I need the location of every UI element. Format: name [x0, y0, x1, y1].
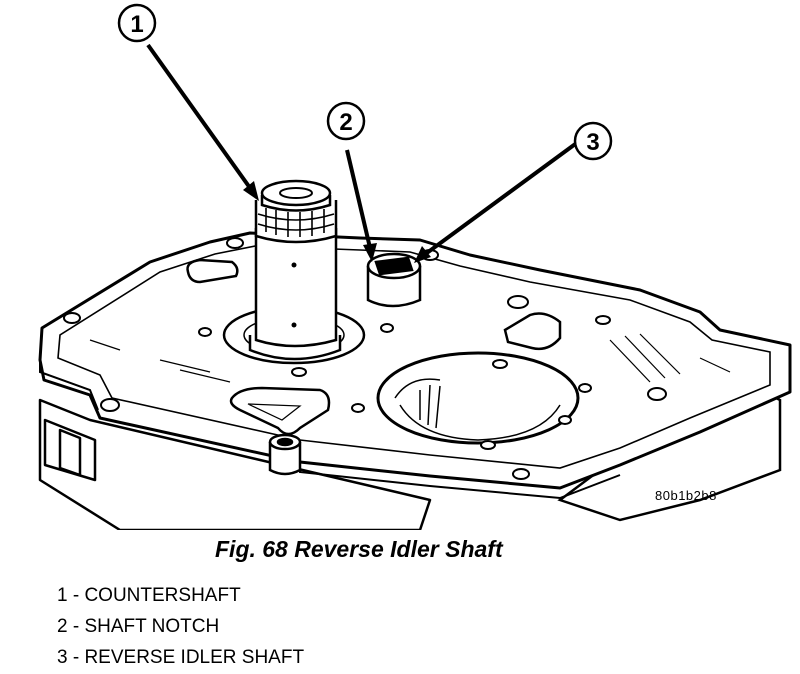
leader-line-2	[345, 149, 373, 253]
callout-number-1: 1	[130, 11, 143, 38]
legend-item-shaft-notch: 2 - SHAFT NOTCH	[57, 616, 220, 637]
callout-circle	[326, 101, 366, 141]
callout-number-2: 2	[339, 109, 352, 136]
slot	[186, 258, 239, 284]
callout-2: 2	[326, 101, 366, 141]
rect-pad	[503, 312, 562, 351]
reverse-idler-shaft	[366, 252, 422, 308]
dowel-post	[268, 433, 302, 476]
oil-pocket	[229, 386, 331, 436]
transmission-case-illustration: 1 2 3	[38, 3, 792, 530]
case-body	[38, 398, 432, 530]
callout-number-3: 3	[586, 129, 599, 156]
callout-3: 3	[573, 121, 613, 161]
arrowhead-2	[363, 243, 377, 262]
legend-item-countershaft: 1 - COUNTERSHAFT	[57, 585, 241, 606]
callout-circle	[573, 121, 613, 161]
leader-lines	[146, 43, 580, 260]
figure-caption: Fig. 68 Reverse Idler Shaft	[215, 536, 503, 562]
leader-line-3	[418, 140, 580, 260]
callout-1: 1	[117, 3, 157, 43]
arrowhead-3	[414, 246, 431, 263]
arrowheads	[243, 181, 431, 263]
countershaft	[222, 179, 366, 365]
main-bore	[376, 351, 580, 445]
callout-circle	[117, 3, 157, 43]
arrowhead-1	[243, 181, 259, 201]
legend-item-reverse-idler-shaft: 3 - REVERSE IDLER SHAFT	[57, 647, 305, 668]
legend-list: 1 - COUNTERSHAFT 2 - SHAFT NOTCH 3 - REV…	[57, 580, 304, 673]
leader-line-1	[146, 43, 257, 197]
plate-hatching	[89, 333, 731, 383]
figure-code: 80b1b2b8	[655, 488, 717, 503]
